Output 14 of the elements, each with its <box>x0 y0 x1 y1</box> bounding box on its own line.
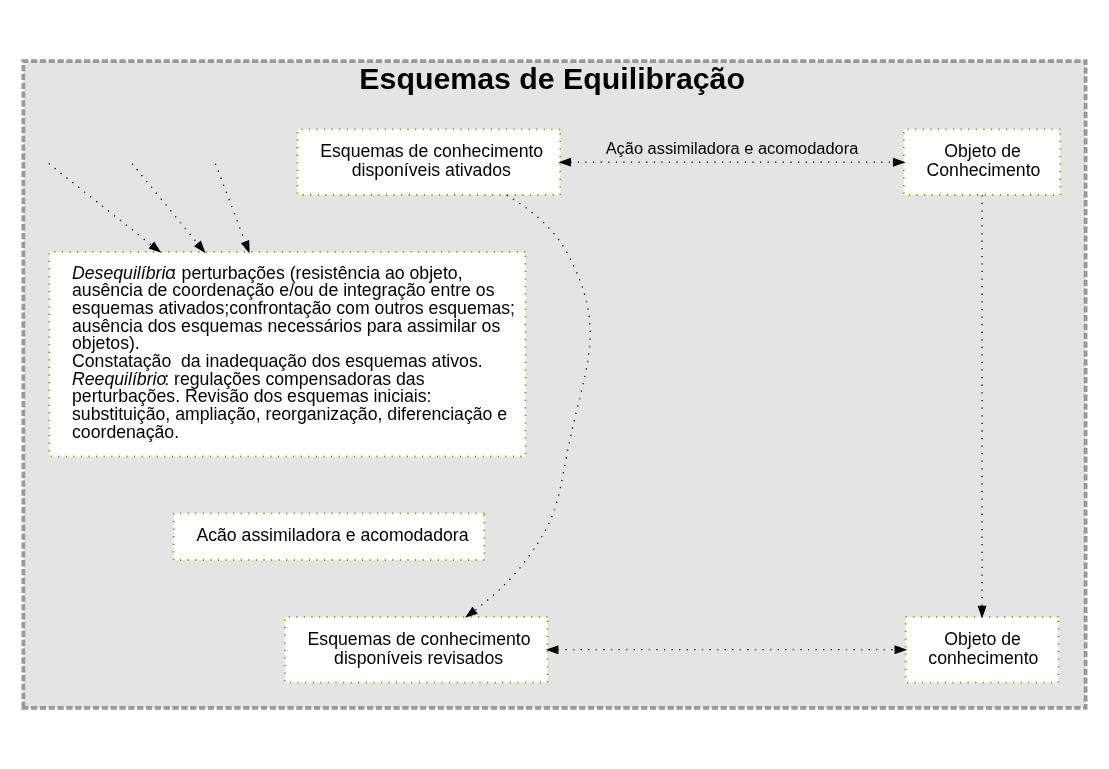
arrow <box>48 162 162 253</box>
node-box: Acão assimiladora e acomodadora <box>172 512 486 561</box>
arrow <box>558 157 906 167</box>
arrow <box>214 162 250 254</box>
arrow <box>131 162 206 254</box>
node-box: Esquemas de conhecimento disponíveis ativados <box>296 128 562 196</box>
node-box: Esquemas de conhecimento disponíveis revisados <box>283 615 549 684</box>
arrow <box>465 194 591 618</box>
edge-label: Ação assimiladora e acomodadora <box>605 138 859 157</box>
arrow <box>977 194 987 619</box>
node-box: Objeto de Conhecimento <box>902 128 1062 196</box>
node-box: Desequilíbrio: perturbações (resistência ao objeto, ausência de coordenação e/ou de integração entre os esquemas ativados;confrontação com outros esquemas; ausência dos esquemas necessários para assimilar os objetos). Constatação da inadequação dos esquemas ativos. Reequilíbrio: regulações compensadoras das perturbações. Revisão dos esquemas iniciais: substituição, ampliação, reorganização, diferenciação e coordenação. <box>48 250 527 458</box>
arrow <box>545 645 908 655</box>
node-box: Objeto de conhecimento <box>904 615 1060 684</box>
